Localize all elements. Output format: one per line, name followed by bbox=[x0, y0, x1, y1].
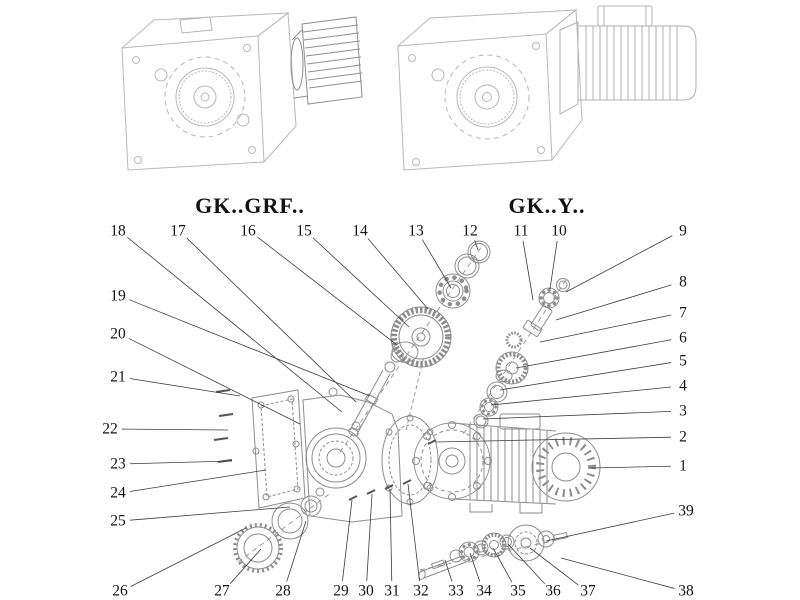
leader-line-7 bbox=[539, 314, 672, 343]
pinion-shaft-parts bbox=[473, 278, 570, 429]
leader-line-17 bbox=[186, 237, 357, 403]
part-number-11: 11 bbox=[513, 222, 529, 240]
y-motor-drawing bbox=[559, 5, 697, 115]
part-number-19: 19 bbox=[110, 287, 126, 305]
part-number-4: 4 bbox=[679, 377, 687, 395]
part-number-24: 24 bbox=[110, 484, 126, 502]
part-number-30: 30 bbox=[358, 582, 374, 600]
leader-line-9 bbox=[565, 235, 673, 293]
leader-line-39 bbox=[545, 512, 675, 542]
part-number-26: 26 bbox=[112, 582, 128, 600]
part-number-36: 36 bbox=[545, 582, 561, 600]
leader-line-21 bbox=[129, 378, 241, 397]
leader-line-14 bbox=[367, 238, 429, 310]
input-shaft-and-gear bbox=[348, 240, 491, 437]
leader-line-22 bbox=[121, 428, 229, 431]
part-number-27: 27 bbox=[214, 582, 230, 600]
part-number-8: 8 bbox=[679, 273, 687, 291]
grf-finned-cover-drawing bbox=[290, 16, 363, 105]
leader-line-29 bbox=[342, 499, 353, 582]
leader-line-27 bbox=[229, 548, 262, 584]
leader-line-24 bbox=[129, 469, 267, 492]
part-number-15: 15 bbox=[296, 222, 312, 240]
model-label-y: GK..Y.. bbox=[508, 193, 586, 218]
leader-line-10 bbox=[549, 240, 558, 290]
leader-line-15 bbox=[312, 237, 410, 328]
leader-line-18 bbox=[127, 236, 343, 413]
leader-line-25 bbox=[129, 506, 291, 521]
leader-line-2 bbox=[435, 436, 672, 443]
leader-line-12 bbox=[474, 240, 479, 251]
part-number-12: 12 bbox=[462, 222, 478, 240]
part-number-17: 17 bbox=[170, 222, 186, 240]
seal-rings bbox=[233, 495, 322, 573]
electric-motor bbox=[412, 413, 601, 514]
part-number-29: 29 bbox=[333, 582, 349, 600]
part-number-16: 16 bbox=[240, 222, 256, 240]
part-number-32: 32 bbox=[413, 582, 429, 600]
part-number-14: 14 bbox=[352, 222, 368, 240]
leader-line-19 bbox=[129, 299, 371, 397]
leader-line-1 bbox=[589, 465, 672, 469]
part-number-21: 21 bbox=[110, 368, 126, 386]
leader-line-26 bbox=[130, 527, 247, 587]
exploded-view-drawing bbox=[213, 240, 601, 580]
leader-line-23 bbox=[129, 460, 233, 465]
part-number-33: 33 bbox=[448, 582, 464, 600]
part-number-25: 25 bbox=[110, 512, 126, 530]
part-number-6: 6 bbox=[679, 329, 687, 347]
leader-line-30 bbox=[366, 493, 373, 582]
leader-line-13 bbox=[421, 239, 452, 289]
part-number-38: 38 bbox=[678, 582, 694, 600]
leader-line-35 bbox=[492, 547, 513, 583]
leader-line-31 bbox=[389, 488, 393, 582]
part-number-2: 2 bbox=[679, 428, 687, 446]
part-number-1: 1 bbox=[679, 457, 687, 475]
part-number-7: 7 bbox=[679, 304, 687, 322]
leader-line-16 bbox=[257, 236, 398, 346]
part-number-34: 34 bbox=[476, 582, 492, 600]
part-number-37: 37 bbox=[580, 582, 596, 600]
part-number-35: 35 bbox=[510, 582, 526, 600]
part-number-10: 10 bbox=[551, 222, 567, 240]
part-number-28: 28 bbox=[275, 582, 291, 600]
leader-line-20 bbox=[128, 338, 301, 425]
leader-line-32 bbox=[407, 483, 420, 582]
leader-line-3 bbox=[482, 411, 672, 420]
part-number-5: 5 bbox=[679, 352, 687, 370]
leader-line-11 bbox=[522, 240, 534, 301]
part-number-23: 23 bbox=[110, 455, 126, 473]
part-number-3: 3 bbox=[679, 402, 687, 420]
assembled-gearbox-grf-drawing bbox=[121, 12, 297, 171]
part-number-20: 20 bbox=[110, 325, 126, 343]
leader-line-8 bbox=[555, 284, 672, 321]
part-number-39: 39 bbox=[678, 502, 694, 520]
leader-line-6 bbox=[515, 339, 672, 369]
leader-line-34 bbox=[469, 552, 481, 582]
part-number-18: 18 bbox=[110, 222, 126, 240]
model-label-grf: GK..GRF.. bbox=[195, 193, 305, 218]
part-number-31: 31 bbox=[384, 582, 400, 600]
part-number-13: 13 bbox=[408, 222, 424, 240]
part-number-9: 9 bbox=[679, 222, 687, 240]
leader-line-38 bbox=[560, 557, 675, 589]
leader-line-28 bbox=[286, 520, 307, 582]
flange-bolts bbox=[348, 439, 437, 501]
leader-line-36 bbox=[507, 543, 545, 585]
assembled-gearbox-y-drawing bbox=[397, 9, 583, 171]
leader-line-4 bbox=[490, 386, 672, 406]
leader-line-5 bbox=[499, 362, 672, 391]
part-number-22: 22 bbox=[102, 420, 118, 438]
gear-housing bbox=[302, 387, 439, 523]
leader-line-37 bbox=[529, 547, 579, 586]
leader-line-33 bbox=[444, 559, 453, 582]
